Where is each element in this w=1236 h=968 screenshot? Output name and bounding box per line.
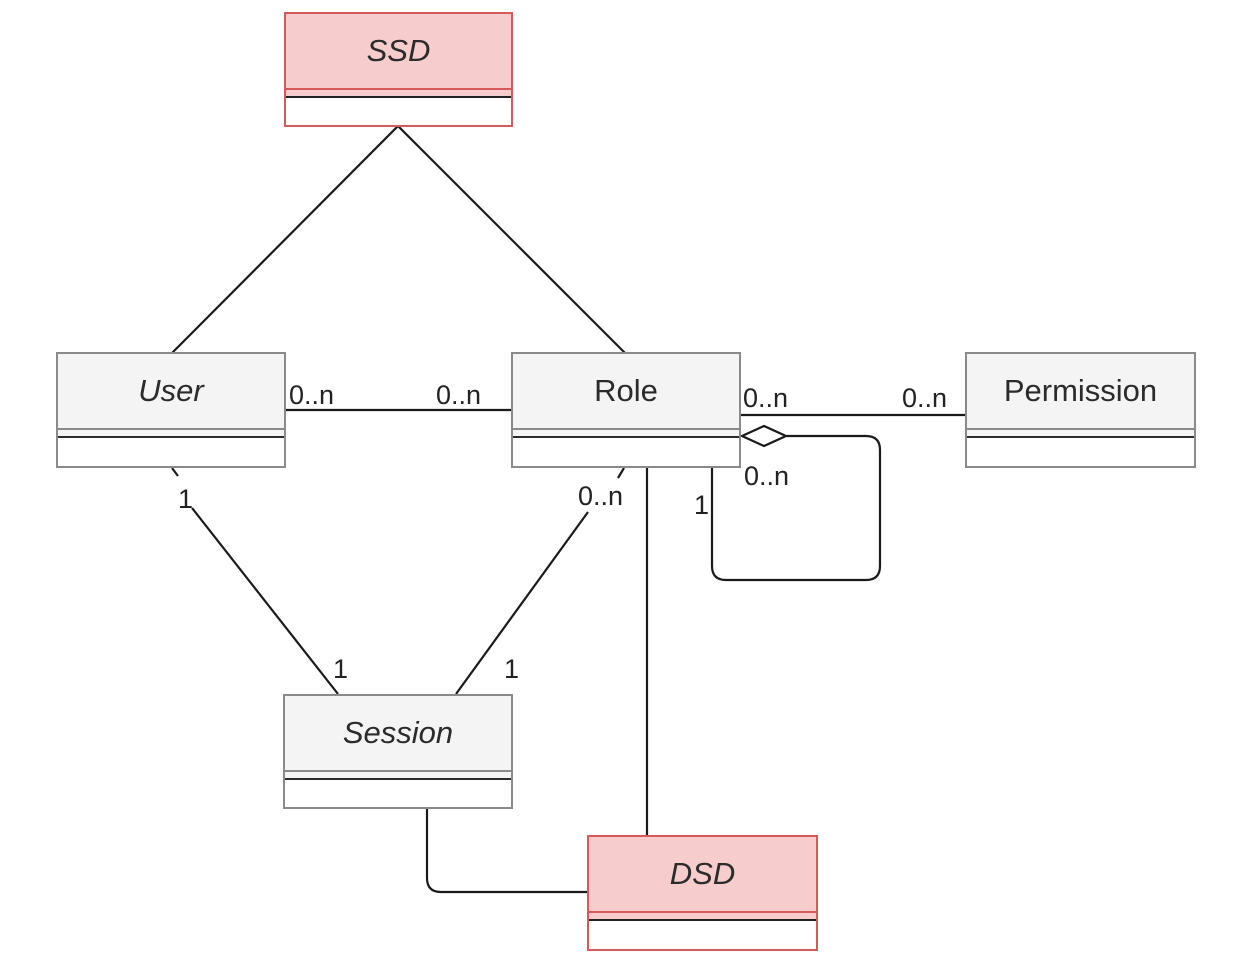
ssd-class-name: SSD: [366, 33, 431, 68]
multiplicity-role-permission-permission-end: 0..n: [902, 383, 948, 413]
dsd-class[interactable]: DSD: [587, 835, 818, 951]
multiplicity-user-session-session-end: 1: [333, 654, 349, 684]
user-class-name: User: [138, 373, 204, 408]
role-class[interactable]: Role: [511, 352, 741, 468]
permission-operations-compartment: [967, 438, 1194, 466]
session-attributes-compartment: [285, 770, 511, 780]
dsd-class-name: DSD: [669, 856, 736, 891]
role-session-association: [455, 511, 589, 695]
session-dsd-association: [425, 808, 588, 894]
role-class-name: Role: [594, 373, 658, 408]
user-operations-compartment: [58, 438, 284, 466]
permission-class[interactable]: Permission: [965, 352, 1196, 468]
ssd-role-association: [397, 125, 626, 354]
aggregation-diamond: [739, 424, 789, 448]
multiplicity-user-role-role-end: 0..n: [436, 380, 482, 410]
permission-class-name: Permission: [1003, 373, 1158, 408]
role-session-dash: [617, 467, 625, 479]
dsd-operations-compartment: [589, 921, 816, 949]
user-session-association: [191, 507, 339, 695]
session-class-name: Session: [342, 715, 454, 750]
ssd-attributes-compartment: [286, 88, 511, 98]
multiplicity-role-session-session-end: 1: [504, 654, 520, 684]
ssd-class[interactable]: SSD: [284, 12, 513, 127]
session-operations-compartment: [285, 780, 511, 807]
user-session-dash: [171, 467, 179, 477]
multiplicity-role-session-role-end: 0..n: [578, 481, 624, 511]
multiplicity-role-self-part-end: 1: [694, 490, 710, 520]
multiplicity-user-role-user-end: 0..n: [289, 380, 335, 410]
role-self-aggregation: [710, 434, 882, 582]
ssd-user-association: [171, 125, 399, 354]
ssd-operations-compartment: [286, 98, 511, 125]
user-attributes-compartment: [58, 428, 284, 438]
role-operations-compartment: [513, 438, 739, 466]
multiplicity-role-self-aggregate-end: 0..n: [744, 461, 790, 491]
permission-attributes-compartment: [967, 428, 1194, 438]
dsd-attributes-compartment: [589, 911, 816, 921]
multiplicity-user-session-user-end: 1: [178, 484, 194, 514]
role-attributes-compartment: [513, 428, 739, 438]
multiplicity-role-permission-role-end: 0..n: [743, 383, 789, 413]
user-class[interactable]: User: [56, 352, 286, 468]
session-class[interactable]: Session: [283, 694, 513, 809]
